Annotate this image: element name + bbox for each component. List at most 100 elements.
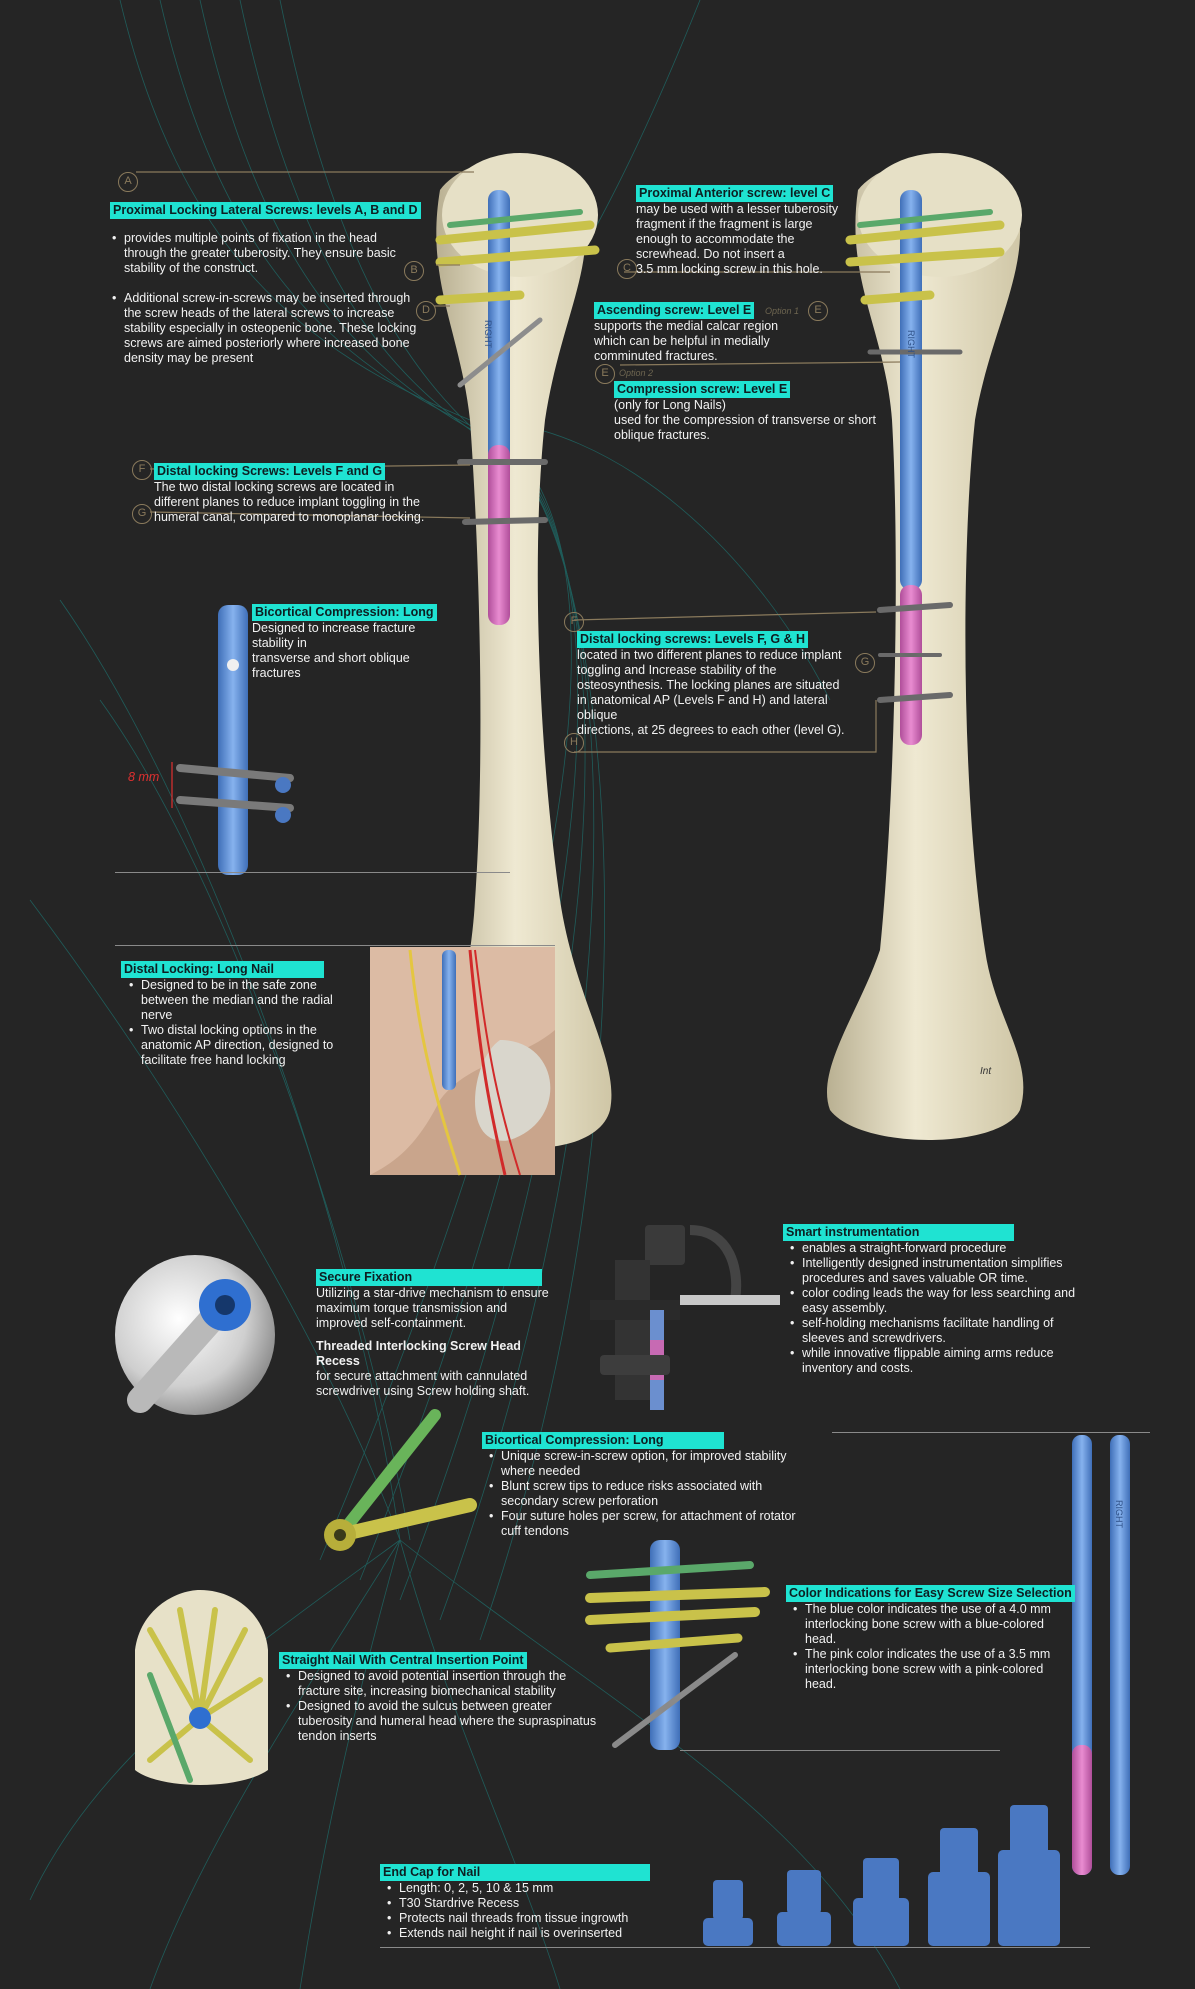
body-line: fractures <box>252 666 301 680</box>
body-line: maximum torque transmission and <box>316 1301 508 1315</box>
level-marker-f: F <box>132 460 152 480</box>
body-line: which can be helpful in medially <box>594 334 770 348</box>
bicortical-2-heading: Bicortical Compression: Long <box>482 1432 724 1449</box>
level-marker-h: H <box>564 733 584 753</box>
body-line: transverse and short oblique <box>252 651 410 665</box>
compression-block: Compression screw: Level E (only for Lon… <box>614 380 904 443</box>
list-item: Intelligently designed instrumentation s… <box>788 1256 1083 1286</box>
smart-instrumentation-list: enables a straight-forward procedure Int… <box>788 1241 1083 1376</box>
body-line: (only for Long Nails) <box>614 398 726 412</box>
level-marker-a: A <box>118 172 138 192</box>
body-line: improved self-containment. <box>316 1316 467 1330</box>
list-item: Additional screw-in-screws may be insert… <box>110 291 420 366</box>
list-item: T30 Stardrive Recess <box>385 1896 680 1911</box>
smart-instrumentation-heading: Smart instrumentation <box>783 1224 1015 1241</box>
body-line: stability in <box>252 636 307 650</box>
humeral-head-screws <box>135 1590 268 1785</box>
humerus-left <box>435 153 612 1148</box>
list-item: Protects nail threads from tissue ingrow… <box>385 1911 680 1926</box>
bicortical-detail <box>171 605 294 875</box>
body-line: in anatomical AP (Levels F and H) and la… <box>577 693 828 707</box>
list-item: enables a straight-forward procedure <box>788 1241 1083 1256</box>
list-item: The blue color indicates the use of a 4.… <box>791 1602 1062 1647</box>
divider <box>680 1750 1000 1751</box>
ascending-block: Ascending screw: Level E supports the me… <box>594 301 824 364</box>
secure-fixation-block: Secure Fixation Utilizing a star-drive m… <box>316 1268 566 1399</box>
list-item: The pink color indicates the use of a 3.… <box>791 1647 1062 1692</box>
list-item: Designed to avoid potential insertion th… <box>284 1669 609 1699</box>
level-marker-g-right: G <box>855 653 875 673</box>
smart-instrumentation-block: Smart instrumentation enables a straight… <box>783 1223 1083 1376</box>
proximal-lateral-list: provides multiple points of fixation in … <box>110 231 420 366</box>
measure-label: 8 mm <box>128 770 160 784</box>
list-item: self-holding mechanisms facilitate handl… <box>788 1316 1083 1346</box>
list-item: color coding leads the way for less sear… <box>788 1286 1083 1316</box>
option-1-label: Option 1 <box>765 306 800 316</box>
color-indications-block: Color Indications for Easy Screw Size Se… <box>786 1584 1075 1692</box>
body-line: oblique <box>577 708 618 722</box>
proximal-anterior-heading: Proximal Anterior screw: level C <box>636 185 834 202</box>
end-cap-list: Length: 0, 2, 5, 10 & 15 mm T30 Stardriv… <box>385 1881 680 1941</box>
level-marker-e-option2: E <box>595 364 615 384</box>
nail-engraving: RIGHT <box>906 330 916 358</box>
list-item: while innovative flippable aiming arms r… <box>788 1346 1083 1376</box>
list-item: provides multiple points of fixation in … <box>110 231 420 276</box>
straight-nail-block: Straight Nail With Central Insertion Poi… <box>279 1651 609 1744</box>
divider <box>380 1947 1090 1948</box>
body-line: directions, at 25 degrees to each other … <box>577 723 845 737</box>
color-indications-heading: Color Indications for Easy Screw Size Se… <box>786 1585 1075 1602</box>
body-line: used for the compression of transverse o… <box>614 413 876 427</box>
end-cap-heading: End Cap for Nail <box>380 1864 651 1881</box>
distal-fgh-heading: Distal locking screws: Levels F, G & H <box>577 631 809 648</box>
body-line: screwdriver using Screw holding shaft. <box>316 1384 530 1398</box>
divider <box>832 1432 1150 1433</box>
body-line: humeral canal, compared to monoplanar lo… <box>154 510 425 524</box>
level-marker-e-option1: E <box>808 301 828 321</box>
bicortical-1-block: Bicortical Compression: Long Designed to… <box>252 603 472 681</box>
body-line: fragment if the fragment is large <box>636 217 813 231</box>
list-item: Length: 0, 2, 5, 10 & 15 mm <box>385 1881 680 1896</box>
straight-nail-list: Designed to avoid potential insertion th… <box>284 1669 609 1744</box>
body-line: 3.5 mm locking screw in this hole. <box>636 262 823 276</box>
bicortical-2-list: Unique screw-in-screw option, for improv… <box>487 1449 812 1539</box>
level-marker-c: C <box>617 259 637 279</box>
end-caps <box>703 1805 1060 1946</box>
level-marker-g: G <box>132 504 152 524</box>
screwdriver-disc <box>115 1255 275 1415</box>
screw-in-screw <box>324 1409 477 1551</box>
end-cap-block: End Cap for Nail Length: 0, 2, 5, 10 & 1… <box>380 1863 680 1941</box>
body-line: toggling and Increase stability of the <box>577 663 777 677</box>
body-line: screwhead. Do not insert a <box>636 247 785 261</box>
body-line: Designed to increase fracture <box>252 621 416 635</box>
divider <box>115 945 555 946</box>
color-indications-list: The blue color indicates the use of a 4.… <box>791 1602 1062 1692</box>
humerus-right <box>826 153 1024 1140</box>
bone-label: Int <box>980 1066 992 1077</box>
distal-fg-heading: Distal locking Screws: Levels F and G <box>154 463 386 480</box>
secure-fixation-subheading: Threaded Interlocking Screw Head Recess <box>316 1339 521 1368</box>
nail-engraving: RIGHT <box>483 320 493 348</box>
compression-heading: Compression screw: Level E <box>614 381 791 398</box>
list-item: Designed to avoid the sulcus between gre… <box>284 1699 609 1744</box>
distal-fgh-block: Distal locking screws: Levels F, G & H l… <box>577 630 867 738</box>
body-line: The two distal locking screws are locate… <box>154 480 395 494</box>
list-item: Two distal locking options in the anatom… <box>127 1023 366 1068</box>
ascending-heading: Ascending screw: Level E <box>594 302 755 319</box>
body-line: comminuted fractures. <box>594 349 718 363</box>
distal-long-nail-heading: Distal Locking: Long Nail <box>121 961 325 978</box>
list-item: Blunt screw tips to reduce risks associa… <box>487 1479 812 1509</box>
proximal-lateral-block: Proximal Locking Lateral Screws: levels … <box>110 201 421 366</box>
nail-head-screws <box>585 1540 770 1750</box>
body-line: enough to accommodate the <box>636 232 795 246</box>
body-line: Utilizing a star-drive mechanism to ensu… <box>316 1286 549 1300</box>
distal-long-nail-block: Distal Locking: Long Nail Designed to be… <box>121 960 366 1068</box>
elbow-illustration <box>370 947 555 1176</box>
list-item: Four suture holes per screw, for attachm… <box>487 1509 812 1539</box>
level-marker-f-right: F <box>564 612 584 632</box>
straight-nail-heading: Straight Nail With Central Insertion Poi… <box>279 1652 527 1669</box>
list-item: Designed to be in the safe zone between … <box>127 978 366 1023</box>
body-line: located in two different planes to reduc… <box>577 648 842 662</box>
body-line: may be used with a lesser tuberosity <box>636 202 839 216</box>
